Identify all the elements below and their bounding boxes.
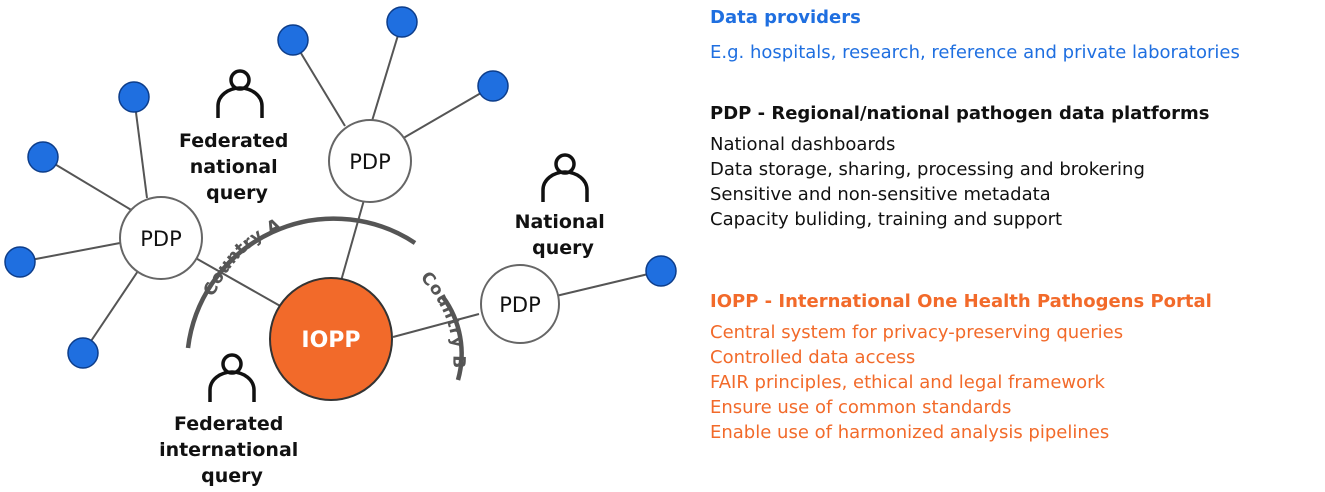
iopp-line: Enable use of harmonized analysis pipeli… bbox=[710, 422, 1110, 443]
providers-section: Data providers E.g. hospitals, research,… bbox=[710, 6, 1322, 102]
pdp-node-left: PDP bbox=[119, 196, 203, 280]
edge-pdp-top-provider-2 bbox=[371, 21, 403, 122]
pdp-right-label: PDP bbox=[499, 293, 541, 317]
data-provider-node bbox=[67, 337, 99, 369]
pdp-line: National dashboards bbox=[710, 134, 896, 155]
pdp-left-label: PDP bbox=[140, 227, 182, 251]
data-provider-node bbox=[645, 255, 677, 287]
edge-iopp-pdp-top bbox=[340, 199, 365, 282]
country-a-arc bbox=[185, 216, 417, 349]
pdp-top-label: PDP bbox=[349, 150, 391, 174]
country-b-arc bbox=[441, 295, 464, 381]
edge-iopp-pdp-left bbox=[191, 255, 283, 308]
iopp-line: Central system for privacy-preserving qu… bbox=[710, 322, 1124, 343]
edge-pdp-left-provider-3 bbox=[19, 242, 121, 263]
iopp-title: IOPP - International One Health Pathogen… bbox=[710, 291, 1212, 312]
edge-pdp-left-provider-2 bbox=[42, 156, 134, 212]
providers-title: Data providers bbox=[710, 7, 861, 28]
pdp-line: Data storage, sharing, processing and br… bbox=[710, 159, 1145, 180]
data-provider-node bbox=[277, 24, 309, 56]
providers-line: E.g. hospitals, research, reference and … bbox=[710, 42, 1240, 63]
pdp-nodes: PDP PDP PDP bbox=[119, 119, 560, 344]
network-diagram: Country A Country B PDP PDP bbox=[4, 6, 677, 487]
iopp-line: Controlled data access bbox=[710, 347, 916, 368]
pdp-section: PDP - Regional/national pathogen data pl… bbox=[710, 102, 1322, 290]
edge-pdp-left-provider-4 bbox=[82, 270, 139, 354]
edge-iopp-pdp-right bbox=[392, 313, 480, 338]
data-provider-node bbox=[118, 81, 150, 113]
data-provider-nodes bbox=[4, 6, 677, 369]
pdp-line: Capacity buliding, training and support bbox=[710, 209, 1063, 230]
country-b-label: Country B bbox=[416, 268, 468, 369]
data-provider-node bbox=[4, 246, 36, 278]
edge-pdp-left-provider-1 bbox=[133, 96, 148, 199]
data-provider-node bbox=[27, 141, 59, 173]
pdp-node-top: PDP bbox=[328, 119, 412, 203]
user-icon bbox=[208, 353, 256, 402]
pdp-title: PDP - Regional/national pathogen data pl… bbox=[710, 103, 1210, 124]
iopp-line: Ensure use of common standards bbox=[710, 397, 1012, 418]
data-provider-node bbox=[386, 6, 418, 38]
pdp-line: Sensitive and non-sensitive metadata bbox=[710, 184, 1051, 205]
edge-pdp-right-provider-1 bbox=[555, 270, 662, 297]
edges bbox=[19, 21, 662, 354]
data-provider-node bbox=[477, 70, 509, 102]
iopp-node: IOPP bbox=[269, 277, 393, 401]
edge-pdp-top-provider-1 bbox=[292, 39, 346, 127]
national-query-label: National query bbox=[515, 211, 612, 259]
federated-international-query-label: Federated international query bbox=[159, 413, 305, 487]
user-icon bbox=[541, 153, 589, 202]
query-groups: Federated national query National query … bbox=[159, 69, 612, 487]
pdp-node-right: PDP bbox=[480, 264, 560, 344]
iopp-label: IOPP bbox=[301, 328, 360, 353]
iopp-line: FAIR principles, ethical and legal frame… bbox=[710, 372, 1105, 393]
iopp-section: IOPP - International One Health Pathogen… bbox=[710, 290, 1322, 445]
user-icon bbox=[216, 69, 264, 118]
edge-pdp-top-provider-3 bbox=[399, 85, 494, 141]
legend: Data providers E.g. hospitals, research,… bbox=[710, 4, 1322, 445]
country-a-label: Country A bbox=[200, 215, 285, 300]
federated-national-query-label: Federated national query bbox=[179, 130, 295, 204]
